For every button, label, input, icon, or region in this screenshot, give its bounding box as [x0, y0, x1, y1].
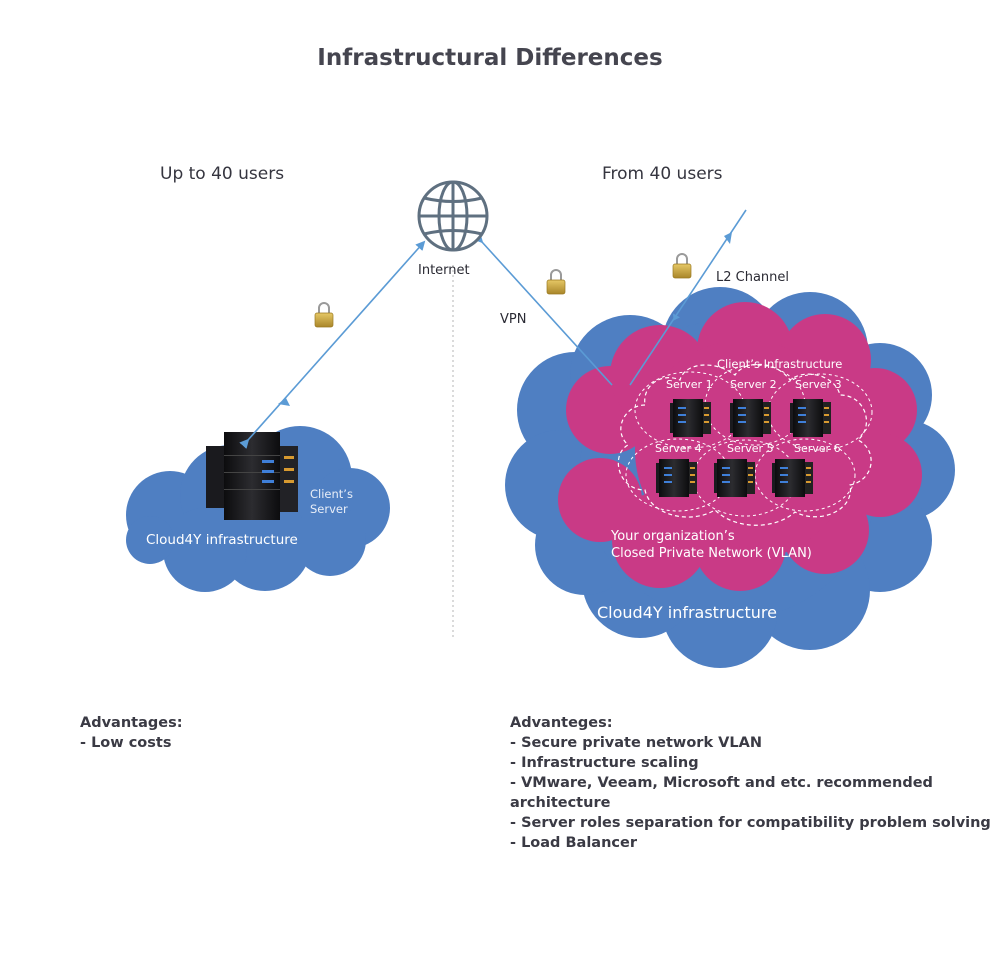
lock-icon-vpn [546, 269, 566, 295]
vpn-connection-line [473, 233, 613, 386]
right-advantage-item: - Load Balancer [510, 835, 637, 851]
server-5-label: Server 5 [727, 442, 774, 455]
right-advantage-item: - Infrastructure scaling [510, 755, 699, 771]
l2-arrow-down [673, 313, 680, 321]
internet-label: Internet [418, 263, 470, 278]
left-advantage-item: - Low costs [80, 735, 172, 751]
left-heading: Up to 40 users [160, 164, 285, 184]
internet-globe-icon [417, 180, 489, 252]
client-infrastructure-label: Client’s Infrastructure [717, 357, 843, 371]
left-connection-line [239, 240, 426, 449]
server-4-label: Server 4 [655, 442, 702, 455]
server-3-label: Server 3 [795, 378, 842, 391]
client-server-label-line2: Server [310, 502, 348, 516]
left-cloud-label: Cloud4Y infrastructure [146, 532, 298, 548]
left-arrow-mid [278, 398, 290, 406]
lock-icon-left [314, 302, 334, 328]
lock-icon-l2 [672, 253, 692, 279]
server-4-icon [656, 459, 697, 497]
client-infrastructure-cloud [617, 363, 872, 526]
vpn-label: VPN [500, 312, 527, 327]
server-2-label: Server 2 [730, 378, 777, 391]
vlan-label-line1: Your organization’s [611, 529, 735, 544]
server-5-icon [714, 459, 755, 497]
left-advantages: Advantages: - Low costs [80, 713, 183, 753]
left-advantages-title: Advantages: [80, 715, 183, 731]
right-advantages-title: Advanteges: [510, 715, 613, 731]
server-3-icon [790, 399, 831, 437]
right-advantage-item: - VMware, Veeam, Microsoft and etc. reco… [510, 775, 933, 791]
right-advantage-item: architecture [510, 795, 611, 811]
page-title: Infrastructural Differences [317, 45, 663, 71]
right-heading: From 40 users [602, 164, 723, 184]
l2-arrow-up [724, 232, 732, 244]
right-advantage-item: - Secure private network VLAN [510, 735, 762, 751]
client-server-label-line1: Client’s [310, 487, 353, 501]
server-2-icon [730, 399, 771, 437]
right-advantages: Advanteges: - Secure private network VLA… [510, 713, 991, 853]
right-advantage-item: - Server roles separation for compatibil… [510, 815, 991, 831]
server-1-label: Server 1 [666, 378, 713, 391]
vlan-label-line2: Closed Private Network (VLAN) [611, 546, 812, 561]
right-cloud-label: Cloud4Y infrastructure [597, 603, 777, 622]
l2-channel-label: L2 Channel [716, 270, 790, 285]
server-6-icon [772, 459, 813, 497]
server-1-icon [670, 399, 711, 437]
server-6-label: Server 6 [794, 442, 841, 455]
